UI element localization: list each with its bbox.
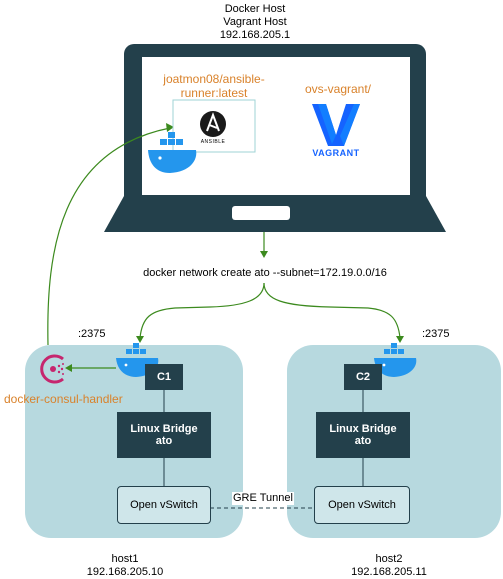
host2-name: host2 bbox=[375, 553, 403, 565]
docker-host-ip: 192.168.205.1 bbox=[219, 29, 291, 41]
host1-port-label: :2375 bbox=[78, 328, 106, 340]
host1-name: host1 bbox=[111, 553, 139, 565]
host1-arrowhead bbox=[136, 336, 144, 343]
host1-bridge-line1: Linux Bridge bbox=[130, 423, 198, 435]
ansible-image-label: joatmon08/ansible- runner:latest bbox=[158, 72, 270, 100]
gre-tunnel-label: GRE Tunnel bbox=[232, 492, 294, 505]
ansible-letter-icon bbox=[206, 112, 220, 132]
host2-bridge-line2: ato bbox=[354, 435, 372, 447]
host2-docker-whale-icon bbox=[374, 343, 417, 377]
host2-linux-bridge: Linux Bridge ato bbox=[316, 412, 410, 458]
down-arrowhead bbox=[260, 251, 268, 258]
vagrant-logo-text: VAGRANT bbox=[312, 148, 360, 158]
consul-handler-label: docker-consul-handler bbox=[4, 392, 123, 406]
host1-ip: 192.168.205.10 bbox=[86, 566, 164, 578]
host2-caption: host2 192.168.205.11 bbox=[334, 553, 444, 579]
ansible-image-line1: joatmon08/ansible- bbox=[163, 72, 265, 86]
host2-container-c2: C2 bbox=[344, 364, 382, 390]
ansible-arrowhead bbox=[166, 123, 174, 132]
consul-icon bbox=[40, 354, 64, 384]
ansible-image-line2: runner:latest bbox=[180, 86, 248, 100]
host2-open-vswitch: Open vSwitch bbox=[314, 486, 410, 524]
host1-open-vswitch: Open vSwitch bbox=[117, 486, 211, 524]
command-to-host2-arrow bbox=[263, 282, 401, 339]
host1-linux-bridge: Linux Bridge ato bbox=[117, 412, 211, 458]
host2-bridge-line1: Linux Bridge bbox=[329, 423, 397, 435]
vagrant-logo-icon bbox=[312, 104, 360, 146]
docker-host-title: Docker Host Vagrant Host 192.168.205.1 bbox=[190, 3, 320, 42]
laptop-trackpad bbox=[232, 206, 290, 220]
docker-host-label: Docker Host bbox=[224, 3, 286, 15]
host1-caption: host1 192.168.205.10 bbox=[70, 553, 180, 579]
host1-container-c1: C1 bbox=[145, 364, 183, 390]
host2-port-label: :2375 bbox=[422, 328, 450, 340]
command-to-host1-arrow bbox=[139, 282, 265, 339]
host2-ip: 192.168.205.11 bbox=[351, 566, 427, 578]
ansible-logo-text: ANSIBLE bbox=[200, 139, 226, 145]
vagrant-host-label: Vagrant Host bbox=[223, 16, 287, 28]
ovs-vagrant-label: ovs-vagrant/ bbox=[304, 82, 372, 96]
host2-arrowhead bbox=[396, 336, 404, 343]
consul-to-ansible-arrow bbox=[47, 127, 171, 346]
network-create-command: docker network create ato --subnet=172.1… bbox=[143, 267, 387, 279]
host1-bridge-line2: ato bbox=[155, 435, 173, 447]
consul-arrowhead bbox=[65, 364, 72, 372]
docker-whale-icon bbox=[148, 132, 197, 173]
